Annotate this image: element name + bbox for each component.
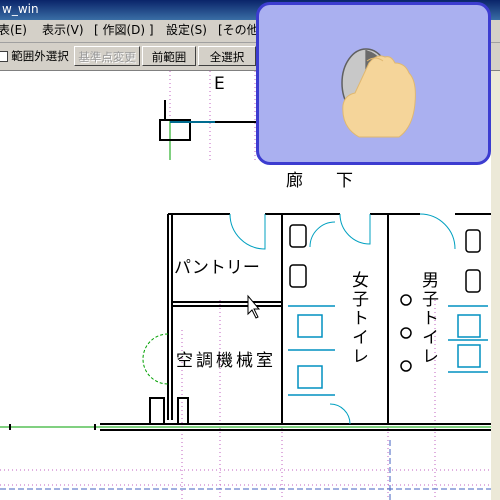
outside-select-checkbox[interactable] <box>0 51 8 62</box>
menu-settings[interactable]: 設定(S) <box>166 23 207 37</box>
womens-toilet-label: 女子トイレ <box>348 271 368 366</box>
menu-other[interactable]: [その他 <box>218 23 259 37</box>
outside-select-label[interactable]: 範囲外選択 <box>11 49 69 63</box>
pantry-label: パントリー <box>174 258 260 278</box>
corridor-label: 廊 下 <box>286 171 361 191</box>
select-all-button[interactable]: 全選択 <box>198 46 256 66</box>
mouse-hint-overlay <box>256 2 491 165</box>
window-title: w_win <box>2 2 39 16</box>
mechanical-room-label: 空調機械室 <box>176 351 276 371</box>
menu-draw[interactable]: [ 作図(D) ] <box>94 23 154 37</box>
mouse-cursor <box>247 294 261 319</box>
prev-range-button[interactable]: 前範囲 <box>142 46 196 66</box>
menu-edit[interactable]: 表(E) <box>0 23 27 37</box>
mens-toilet-label: 男子トイレ <box>418 271 438 366</box>
vertical-scrollbar[interactable] <box>491 71 500 500</box>
ev-label: E V <box>214 74 284 94</box>
menu-view[interactable]: 表示(V) <box>42 23 84 37</box>
mouse-hand-icon <box>341 48 416 138</box>
base-point-button[interactable]: 基準点変更 <box>74 46 140 66</box>
